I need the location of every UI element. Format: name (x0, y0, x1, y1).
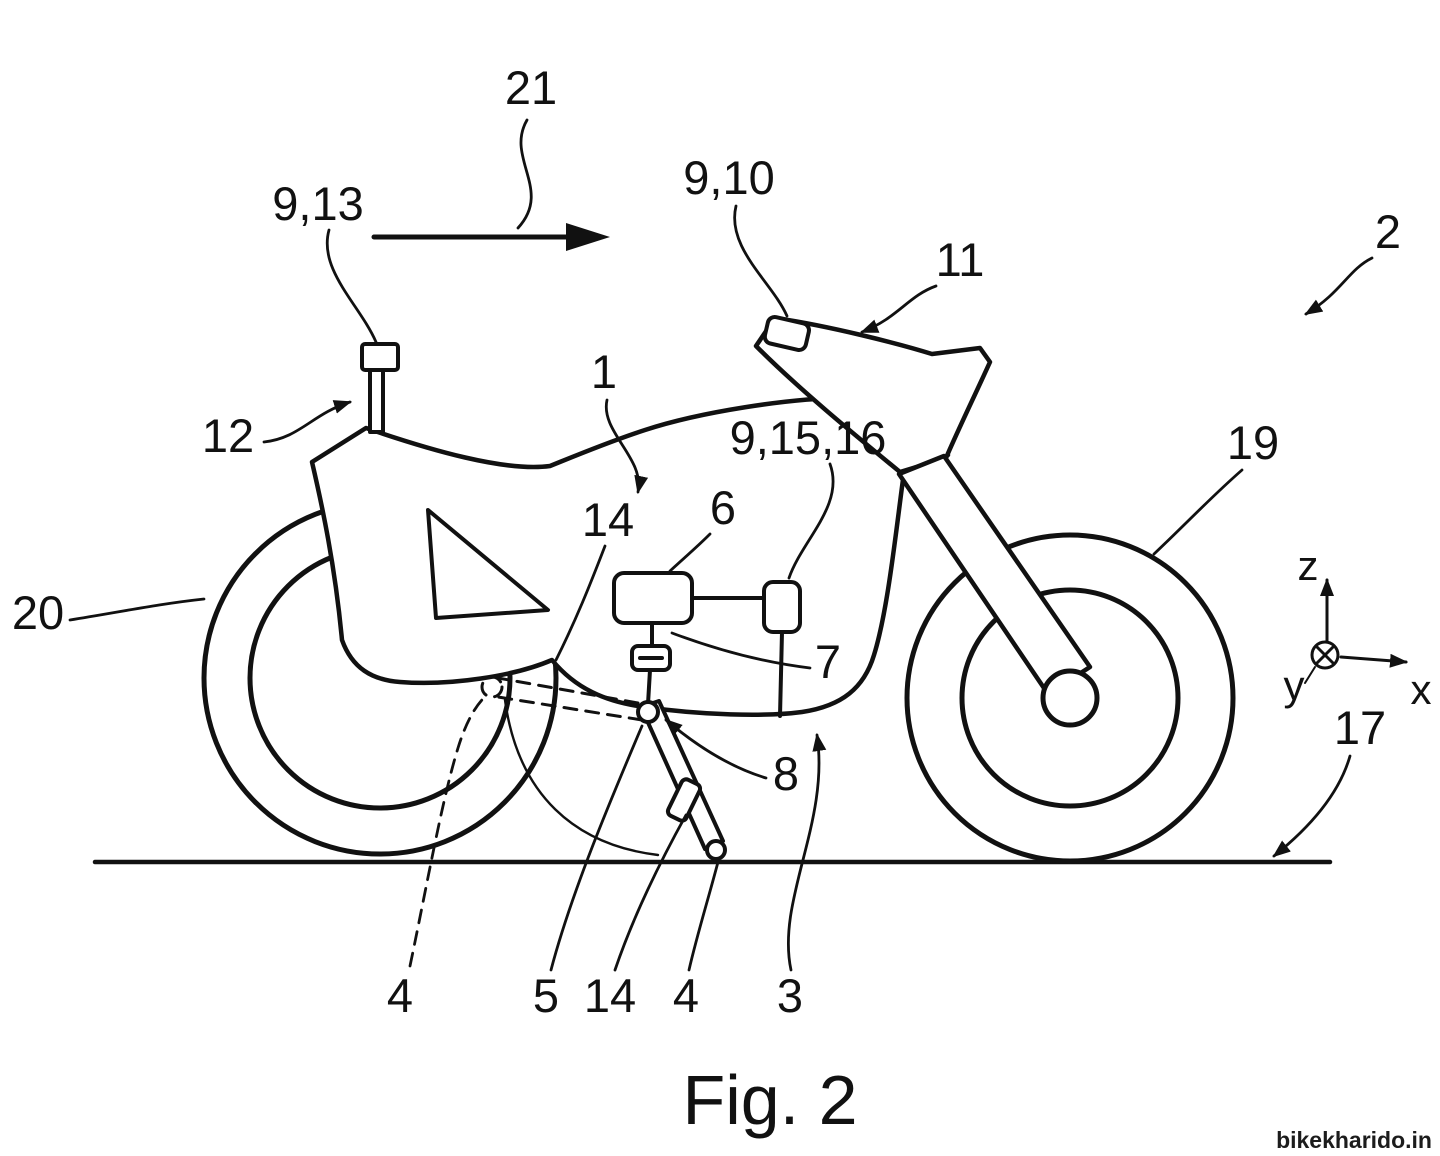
front-wheel-outer (904, 532, 1236, 864)
ref-label-20: 20 (12, 586, 64, 639)
ref-label-9-15-16: 9,15,16 (730, 411, 887, 464)
leader-ref-4-left (408, 692, 490, 968)
leader-ref-14-upper (554, 544, 607, 662)
ref-label-9-13: 9,13 (272, 177, 363, 230)
control-unit-6 (612, 571, 694, 625)
side-stand-foot (705, 839, 727, 861)
figure-caption: Fig. 2 (682, 1061, 857, 1139)
leader-ref-1 (604, 398, 649, 494)
side-stand (639, 699, 725, 851)
sensor-9-13 (360, 342, 400, 372)
leader-ref-9-13 (325, 228, 378, 344)
stand-swing-arc (503, 698, 660, 857)
sensor-mast (368, 366, 385, 434)
front-fork (896, 453, 1093, 697)
leader-ref-21 (516, 118, 533, 230)
axis-y-symbol (1310, 640, 1340, 670)
ref-label-19: 19 (1227, 416, 1279, 469)
wire-7-down (778, 630, 784, 718)
frame-cutout (426, 508, 550, 620)
axis-y-connector (1304, 666, 1316, 684)
leader-ref-8 (664, 718, 768, 780)
direction-arrowhead (566, 223, 610, 251)
leader-ref-12 (262, 400, 352, 444)
ref-label-17: 17 (1334, 701, 1386, 754)
leader-ref-19 (1152, 468, 1244, 556)
leader-ref-9-10 (733, 204, 789, 318)
ref-label-4-right: 4 (673, 969, 699, 1022)
coordinate-axes: z y x (1284, 542, 1432, 713)
ref-label-14-upper: 14 (582, 493, 634, 546)
connector-8 (630, 644, 672, 672)
stand-switch (665, 777, 703, 823)
axis-label-z: z (1298, 542, 1319, 589)
head-assembly (753, 315, 993, 475)
front-wheel-hub (1040, 668, 1100, 728)
ref-label-7: 7 (815, 635, 841, 688)
axis-label-y: y (1284, 662, 1305, 709)
ref-label-9-10: 9,10 (683, 151, 774, 204)
ref-label-6: 6 (710, 481, 736, 534)
front-wheel-inner (959, 587, 1181, 809)
sensor-9-10 (762, 315, 811, 352)
leader-ref-14-lower (613, 813, 688, 972)
leader-ref-11 (860, 284, 938, 334)
ref-label-3: 3 (777, 969, 803, 1022)
motorcycle-body (309, 395, 951, 717)
leader-ref-17 (1272, 754, 1352, 858)
leader-ref-20 (68, 597, 206, 622)
ref-label-14-lower: 14 (584, 969, 636, 1022)
leader-ref-5 (549, 724, 644, 972)
front-wheel (904, 532, 1236, 864)
leader-ref-6 (668, 532, 712, 573)
ref-label-4-left: 4 (387, 969, 413, 1022)
ref-label-1: 1 (591, 345, 617, 398)
ref-label-12: 12 (202, 409, 254, 462)
leader-ref-2 (1304, 256, 1374, 316)
leader-ref-7 (670, 631, 812, 670)
watermark: bikekharido.in (1276, 1127, 1432, 1153)
stand-pivot (636, 700, 660, 724)
axis-label-x: x (1411, 666, 1432, 713)
side-stand-retracted (480, 675, 644, 722)
leader-ref-4-right (687, 860, 720, 972)
ref-label-8: 8 (773, 747, 799, 800)
leader-ref-3 (786, 733, 827, 972)
ref-label-5: 5 (533, 969, 559, 1022)
leader-ref-9-15-16 (787, 462, 835, 580)
ref-label-21: 21 (505, 61, 557, 114)
ref-label-11: 11 (936, 233, 985, 286)
ref-label-2: 2 (1375, 205, 1401, 258)
direction-arrow (371, 223, 610, 251)
component-7 (762, 580, 802, 634)
wire-8-to-pivot (646, 668, 652, 706)
axis-x-arrow (1339, 653, 1408, 668)
